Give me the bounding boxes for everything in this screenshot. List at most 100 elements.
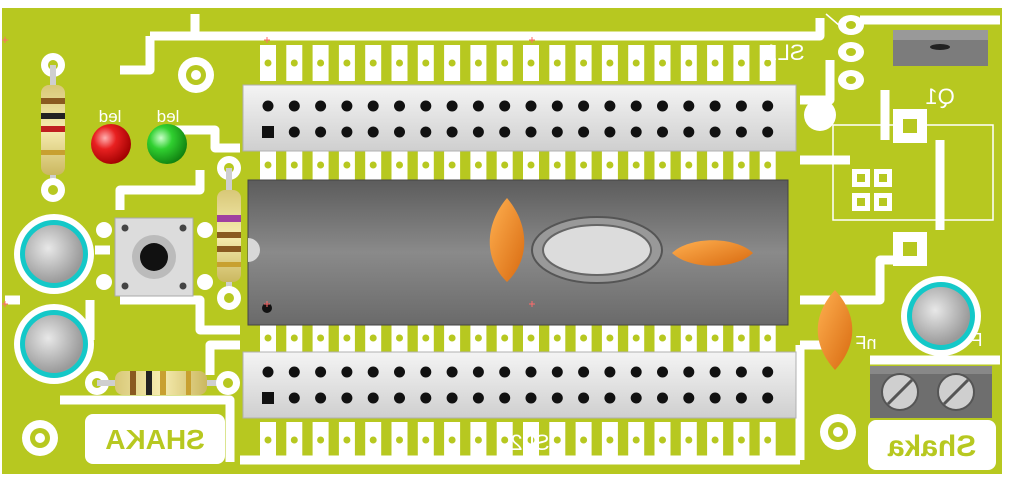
- header-pad-hole: [580, 59, 588, 67]
- header-pad-hole: [317, 161, 325, 169]
- pin-hole: [762, 392, 774, 404]
- pin-hole: [525, 100, 537, 112]
- header-pad-hole: [422, 334, 430, 342]
- pin-hole: [341, 126, 353, 138]
- electrolytic-capacitor-3: [901, 276, 981, 356]
- pin-hole: [315, 366, 327, 378]
- header-pad-hole: [764, 161, 772, 169]
- header-pad-hole: [343, 59, 351, 67]
- header-pad-hole: [343, 436, 351, 444]
- pin-hole: [657, 100, 668, 112]
- header-pad-hole: [474, 436, 482, 444]
- pin-hole: [709, 392, 721, 404]
- resistor-left-vertical: [41, 53, 65, 202]
- right-logo-text: Shaka: [887, 430, 976, 463]
- header-pad-hole: [448, 334, 456, 342]
- pin-hole: [446, 366, 458, 378]
- header-pad-hole: [290, 59, 298, 67]
- pin-hole: [341, 100, 353, 112]
- pin-hole: [367, 126, 379, 138]
- header-pad-hole: [606, 161, 614, 169]
- header-pad-hole: [632, 161, 640, 169]
- header-pad-hole: [711, 436, 719, 444]
- header-pad-hole: [448, 59, 456, 67]
- pin-hole: [367, 100, 379, 112]
- header-pad-hole: [659, 161, 666, 169]
- pin-hole: [551, 392, 563, 404]
- header-pad-hole: [317, 436, 325, 444]
- header-pad-hole: [317, 334, 325, 342]
- header-pad-hole: [764, 436, 772, 444]
- pin-hole: [604, 126, 616, 138]
- pin-hole: [499, 366, 511, 378]
- pin-hole: [420, 126, 432, 138]
- ceramic-capacitor-1: [489, 198, 525, 282]
- pin-hole: [420, 100, 432, 112]
- q1-label: Q1: [925, 84, 954, 109]
- pin-hole: [683, 126, 695, 138]
- header-pad-hole: [369, 436, 377, 444]
- pin-hole: [630, 366, 642, 378]
- header-pad-hole: [369, 334, 377, 342]
- pin-hole: [367, 366, 379, 378]
- pin-hole: [657, 126, 668, 138]
- header-pad-hole: [527, 436, 535, 444]
- pin-hole: [394, 126, 405, 138]
- cap-f-label: F: [972, 330, 983, 350]
- ceramic-capacitor-3: [817, 290, 853, 370]
- voltage-regulator: [893, 30, 988, 66]
- ceramic-capacitor-2: [672, 240, 753, 266]
- pin-hole: [630, 100, 642, 112]
- right-logo-box: [868, 420, 996, 470]
- pin-hole: [762, 126, 774, 138]
- pin-hole: [762, 100, 774, 112]
- header-pad-hole: [474, 59, 482, 67]
- header-pad-hole: [685, 161, 693, 169]
- small-pads-right: [852, 109, 927, 266]
- header-pad-hole: [553, 161, 561, 169]
- pin-hole: [604, 392, 616, 404]
- transistor-q1: [838, 15, 864, 90]
- pin-hole: [315, 126, 327, 138]
- pin-hole: [709, 126, 721, 138]
- header-pad-hole: [632, 334, 640, 342]
- pin-hole: [604, 100, 616, 112]
- header-pad-hole: [580, 334, 588, 342]
- header-pad-hole: [290, 334, 298, 342]
- electrolytic-capacitor-2: [14, 304, 94, 384]
- screw-terminal: [870, 366, 992, 418]
- pin-hole: [367, 392, 379, 404]
- header-pad-hole: [685, 59, 693, 67]
- header-sl1-label: SL1: [765, 40, 804, 65]
- header-sl2-label: SL2: [510, 430, 549, 455]
- header-pad-hole: [290, 161, 298, 169]
- pin-hole: [683, 392, 695, 404]
- pin-hole: [683, 366, 695, 378]
- pin-hole: [578, 366, 590, 378]
- pin-hole: [262, 100, 274, 112]
- header-pad-hole: [501, 436, 509, 444]
- header-pad-hole: [685, 436, 693, 444]
- header-pad-hole: [659, 59, 666, 67]
- header-pad-hole: [264, 161, 272, 169]
- header-pad-hole: [527, 59, 535, 67]
- header-pad-hole: [422, 161, 430, 169]
- header-pad-hole: [448, 161, 456, 169]
- header-pad-hole: [317, 59, 325, 67]
- pin-hole: [472, 100, 484, 112]
- sl1-pin-holes: [262, 100, 774, 138]
- header-pad-hole: [448, 436, 456, 444]
- header-pad-hole: [422, 59, 430, 67]
- header-pad-hole: [527, 161, 535, 169]
- header-pad-hole: [632, 59, 640, 67]
- header-pad-hole: [369, 59, 377, 67]
- pin-hole: [394, 392, 405, 404]
- pin-hole: [341, 392, 353, 404]
- header-pad-hole: [369, 161, 377, 169]
- header-pad-hole: [264, 334, 272, 342]
- cap-nf-label: nF: [855, 333, 876, 353]
- left-logo-text: SHAKA: [105, 424, 205, 455]
- pin-hole: [288, 126, 300, 138]
- pin-hole: [578, 392, 590, 404]
